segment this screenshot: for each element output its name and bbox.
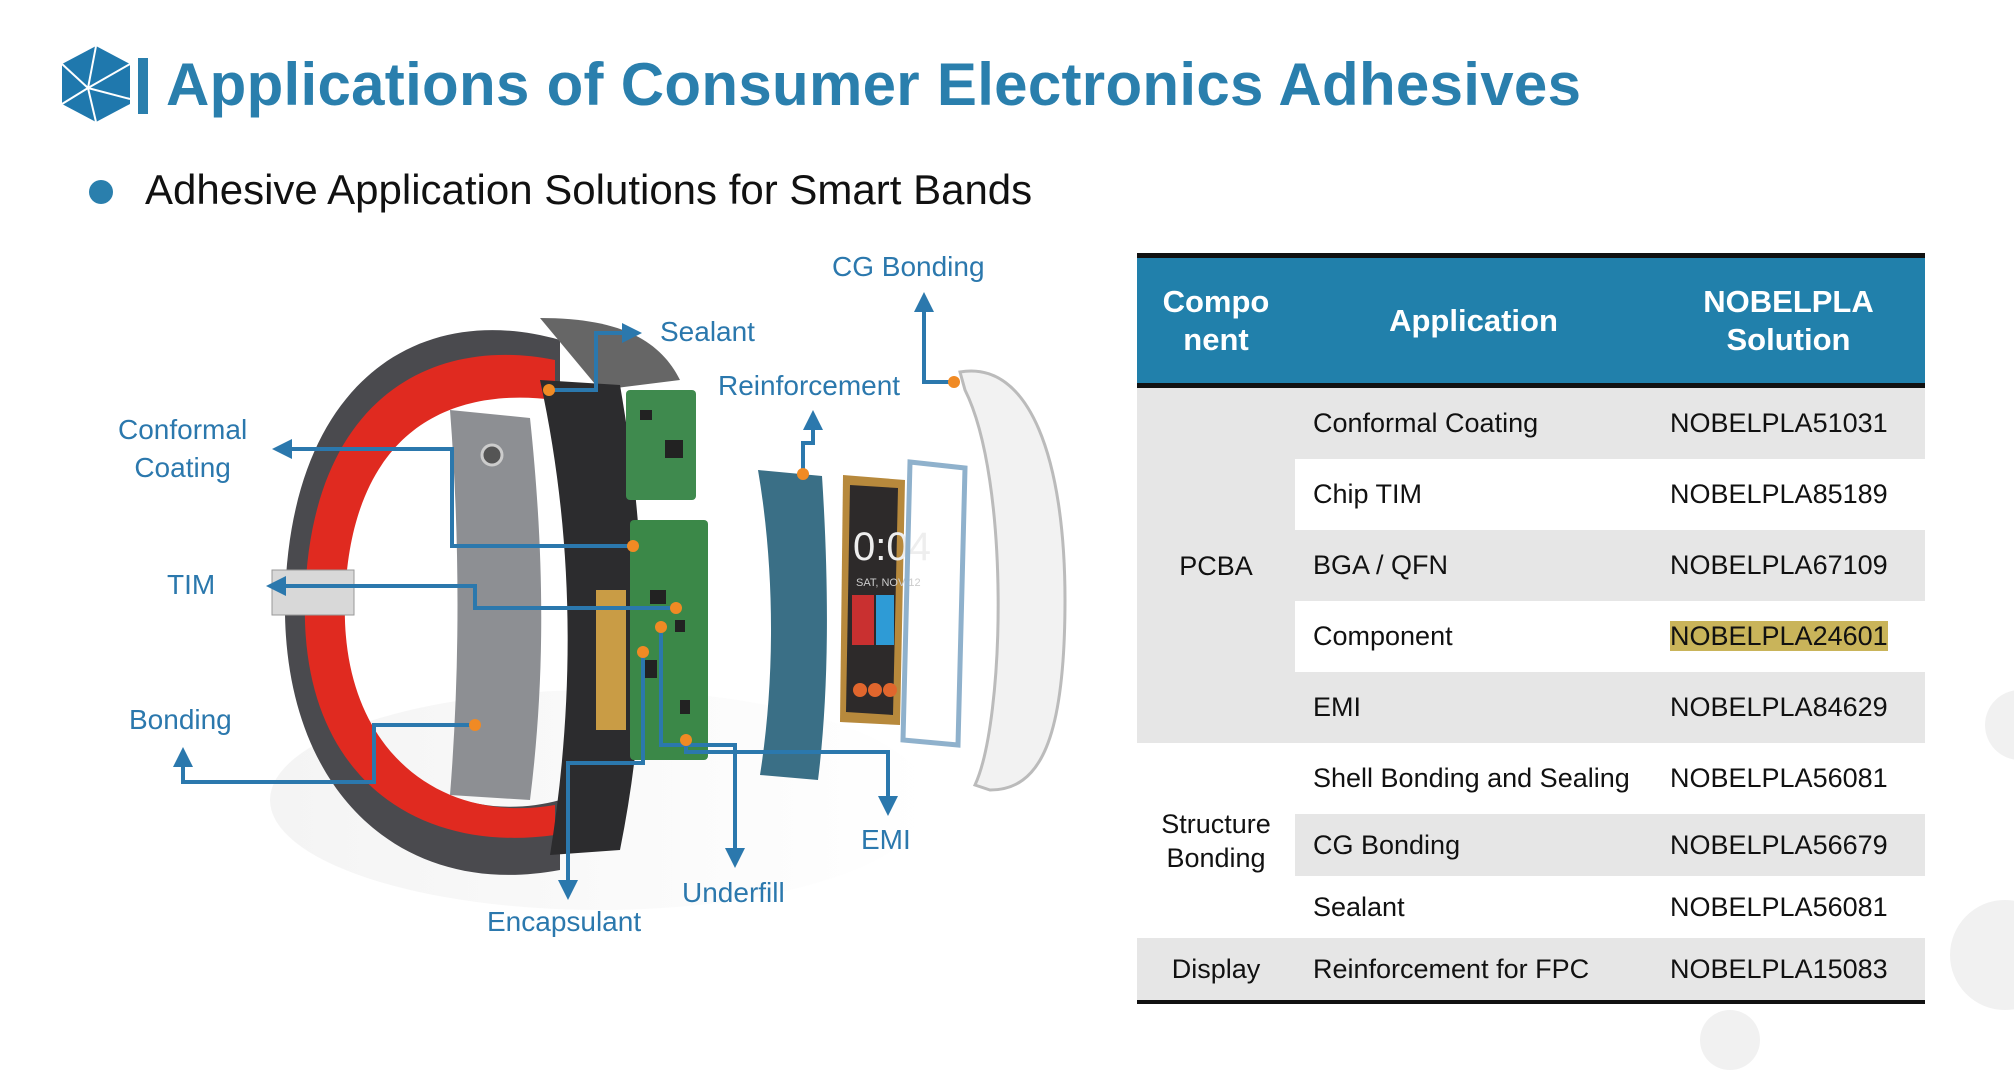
application-cell: Sealant (1295, 876, 1652, 938)
solution-cell: NOBELPLA56679 (1652, 814, 1925, 876)
label-cg-bonding: CG Bonding (832, 251, 985, 282)
label-reinforcement: Reinforcement (718, 370, 901, 401)
label-tim: TIM (167, 569, 216, 600)
label-conformal-line2: Coating (134, 452, 231, 483)
solution-cell: NOBELPLA85189 (1652, 459, 1925, 530)
solution-cell: NOBELPLA67109 (1652, 530, 1925, 601)
label-encapsulant: Encapsulant (487, 906, 642, 937)
table-row: CG Bonding NOBELPLA56679 (1137, 814, 1925, 876)
company-logo-icon (61, 45, 131, 123)
application-cell: Component (1295, 601, 1652, 672)
underfill-leader (659, 627, 745, 868)
device-button (480, 443, 504, 467)
label-conformal-coating: Conformal Coating (118, 411, 247, 487)
application-cell: BGA / QFN (1295, 530, 1652, 601)
reinforcement-plate (758, 470, 827, 780)
table-row: Chip TIM NOBELPLA85189 (1137, 459, 1925, 530)
screen-time: 0:04 (853, 525, 931, 569)
application-cell: Shell Bonding and Sealing (1295, 743, 1652, 814)
device-frame (540, 380, 643, 855)
label-conformal-line1: Conformal (118, 414, 248, 445)
reinforcement-leader (801, 410, 823, 474)
solution-cell: NOBELPLA15083 (1652, 938, 1925, 1004)
display-screen: 0:04 SAT, NOV 12 (840, 475, 931, 725)
title-divider (138, 58, 148, 114)
sealant-leader (549, 323, 642, 392)
application-point-markers (469, 376, 960, 746)
bullet-icon (89, 180, 113, 204)
application-cell: Chip TIM (1295, 459, 1652, 530)
header-application: Application (1295, 253, 1652, 388)
label-underfill: Underfill (682, 877, 785, 908)
application-cell: EMI (1295, 672, 1652, 743)
table-row: PCBA Conformal Coating NOBELPLA51031 (1137, 385, 1925, 743)
solution-cell: NOBELPLA56081 (1652, 876, 1925, 938)
pcb-board (596, 390, 708, 760)
device-housing (450, 410, 542, 800)
table-row: Component NOBELPLA24601 (1137, 601, 1925, 672)
group-pcba: PCBA (1137, 385, 1295, 743)
cover-frame (900, 459, 968, 748)
page-title: Applications of Consumer Electronics Adh… (166, 51, 1582, 118)
solution-cell: NOBELPLA24601 (1652, 601, 1925, 672)
solution-cell: NOBELPLA56081 (1652, 743, 1925, 814)
encapsulant-leader (558, 652, 645, 900)
table-row: EMI NOBELPLA84629 (1137, 672, 1925, 743)
application-cell: Conformal Coating (1295, 385, 1652, 459)
cover-glass (958, 369, 1067, 792)
screen-date: SAT, NOV 12 (856, 577, 921, 589)
label-emi: EMI (861, 824, 911, 855)
table-row: Sealant NOBELPLA56081 (1137, 876, 1925, 938)
label-bonding: Bonding (129, 704, 232, 735)
page-subtitle: Adhesive Application Solutions for Smart… (145, 166, 1033, 213)
smart-band-exploded-diagram: 0:04 SAT, NOV 12 (173, 292, 1067, 910)
label-sealant: Sealant (660, 316, 755, 347)
solution-cell: NOBELPLA84629 (1652, 672, 1925, 743)
cg-bonding-leader (914, 292, 954, 384)
highlighted-solution: NOBELPLA24601 (1670, 621, 1888, 651)
group-display: Display (1137, 938, 1295, 1004)
table-row: BGA / QFN NOBELPLA67109 (1137, 530, 1925, 601)
bonding-leader (173, 723, 475, 784)
application-cell: CG Bonding (1295, 814, 1652, 876)
tim-leader (266, 576, 676, 610)
solution-cell: NOBELPLA51031 (1652, 385, 1925, 459)
table-row: Display Reinforcement for FPC NOBELPLA15… (1137, 938, 1925, 1004)
application-cell: Reinforcement for FPC (1295, 938, 1652, 1004)
conformal-coating-leader (272, 439, 633, 548)
